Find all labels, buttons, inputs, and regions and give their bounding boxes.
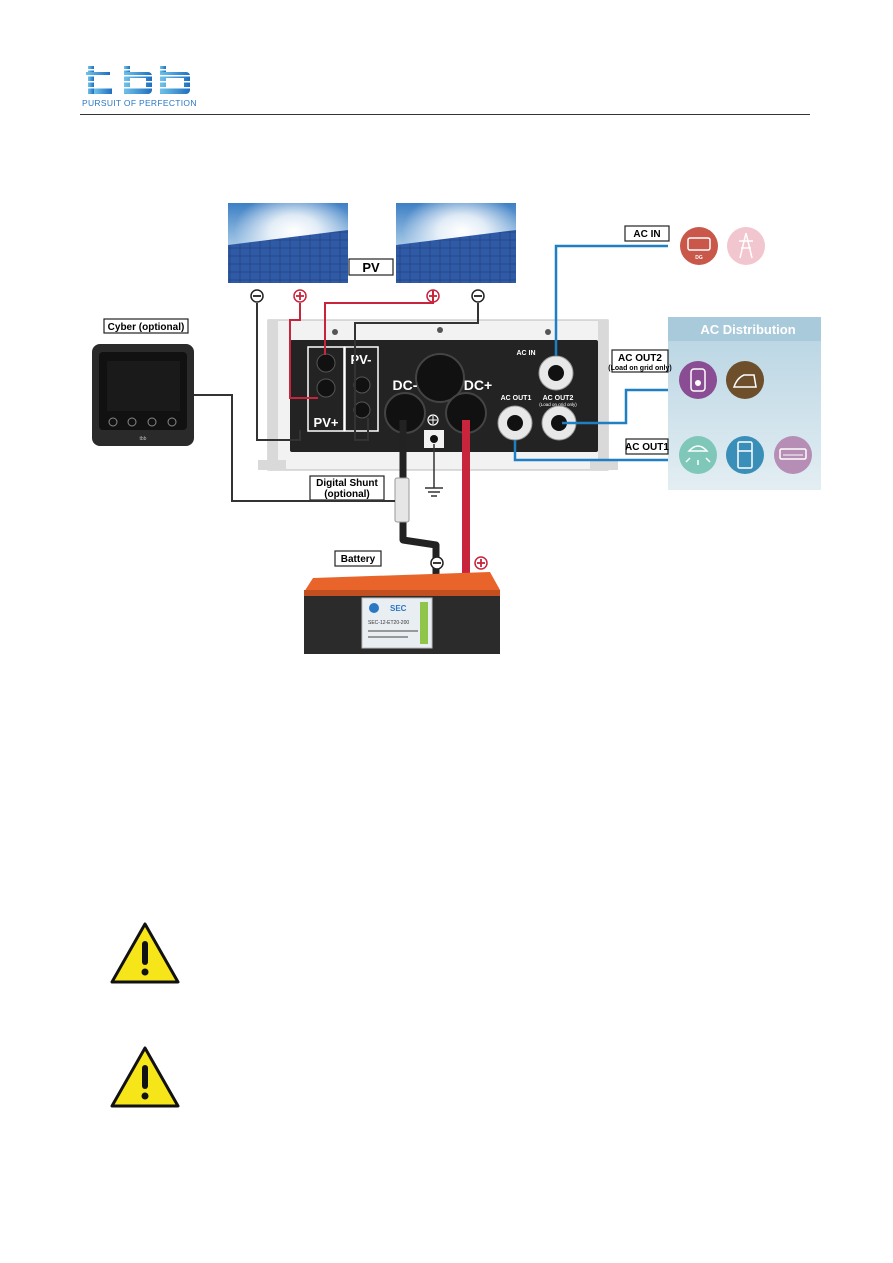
svg-text:SEC: SEC — [390, 604, 407, 613]
plus-icon — [474, 556, 488, 570]
fridge-icon — [726, 436, 764, 474]
svg-text:SEC-12-ET20-200: SEC-12-ET20-200 — [368, 620, 409, 626]
svg-text:DC-: DC- — [393, 377, 418, 393]
tagline: PURSUIT OF PERFECTION — [82, 98, 197, 108]
ac-out1-label: AC OUT1 — [625, 442, 669, 453]
water-heater-icon — [679, 361, 717, 399]
wiring-diagram: PV PV- PV+ DC- DC+ — [92, 203, 821, 654]
cyber-label: Cyber (optional) — [108, 322, 185, 333]
minus-icon — [471, 289, 485, 303]
svg-text:(Load on grid only): (Load on grid only) — [608, 365, 671, 372]
pv-panel-1 — [228, 203, 348, 283]
shunt-label: Digital Shunt — [316, 478, 378, 489]
svg-text:DC+: DC+ — [464, 377, 492, 393]
ac-out2-label: AC OUT2 — [618, 353, 662, 364]
light-icon — [679, 436, 717, 474]
plus-icon — [293, 289, 307, 303]
svg-text:AC OUT2: AC OUT2 — [543, 395, 574, 402]
grid-tower-icon — [727, 227, 765, 265]
minus-icon — [250, 289, 264, 303]
warning-icon — [110, 1046, 180, 1108]
ac-in-label: AC IN — [633, 229, 660, 240]
svg-text:PV-: PV- — [351, 352, 372, 367]
svg-text:tbb: tbb — [140, 436, 147, 442]
svg-text:DG: DG — [695, 255, 703, 261]
svg-text:(Load on grid only): (Load on grid only) — [539, 402, 577, 407]
pv-label: PV — [362, 260, 380, 275]
generator-icon: DG — [680, 227, 718, 265]
svg-text:PV+: PV+ — [314, 415, 339, 430]
svg-text:(optional): (optional) — [324, 489, 370, 500]
ac-distribution-label: AC Distribution — [700, 322, 795, 337]
warning-icon — [110, 922, 180, 984]
minus-icon — [430, 556, 444, 570]
logo — [86, 64, 196, 96]
pv-panel-2 — [396, 203, 516, 283]
cyber-display: tbb — [92, 344, 194, 446]
header-divider — [80, 114, 810, 115]
svg-text:AC OUT1: AC OUT1 — [501, 395, 532, 402]
iron-icon — [726, 361, 764, 399]
svg-text:AC IN: AC IN — [516, 350, 535, 357]
battery: SEC SEC-12-ET20-200 — [304, 572, 500, 654]
air-conditioner-icon — [774, 436, 812, 474]
battery-label: Battery — [341, 554, 376, 565]
